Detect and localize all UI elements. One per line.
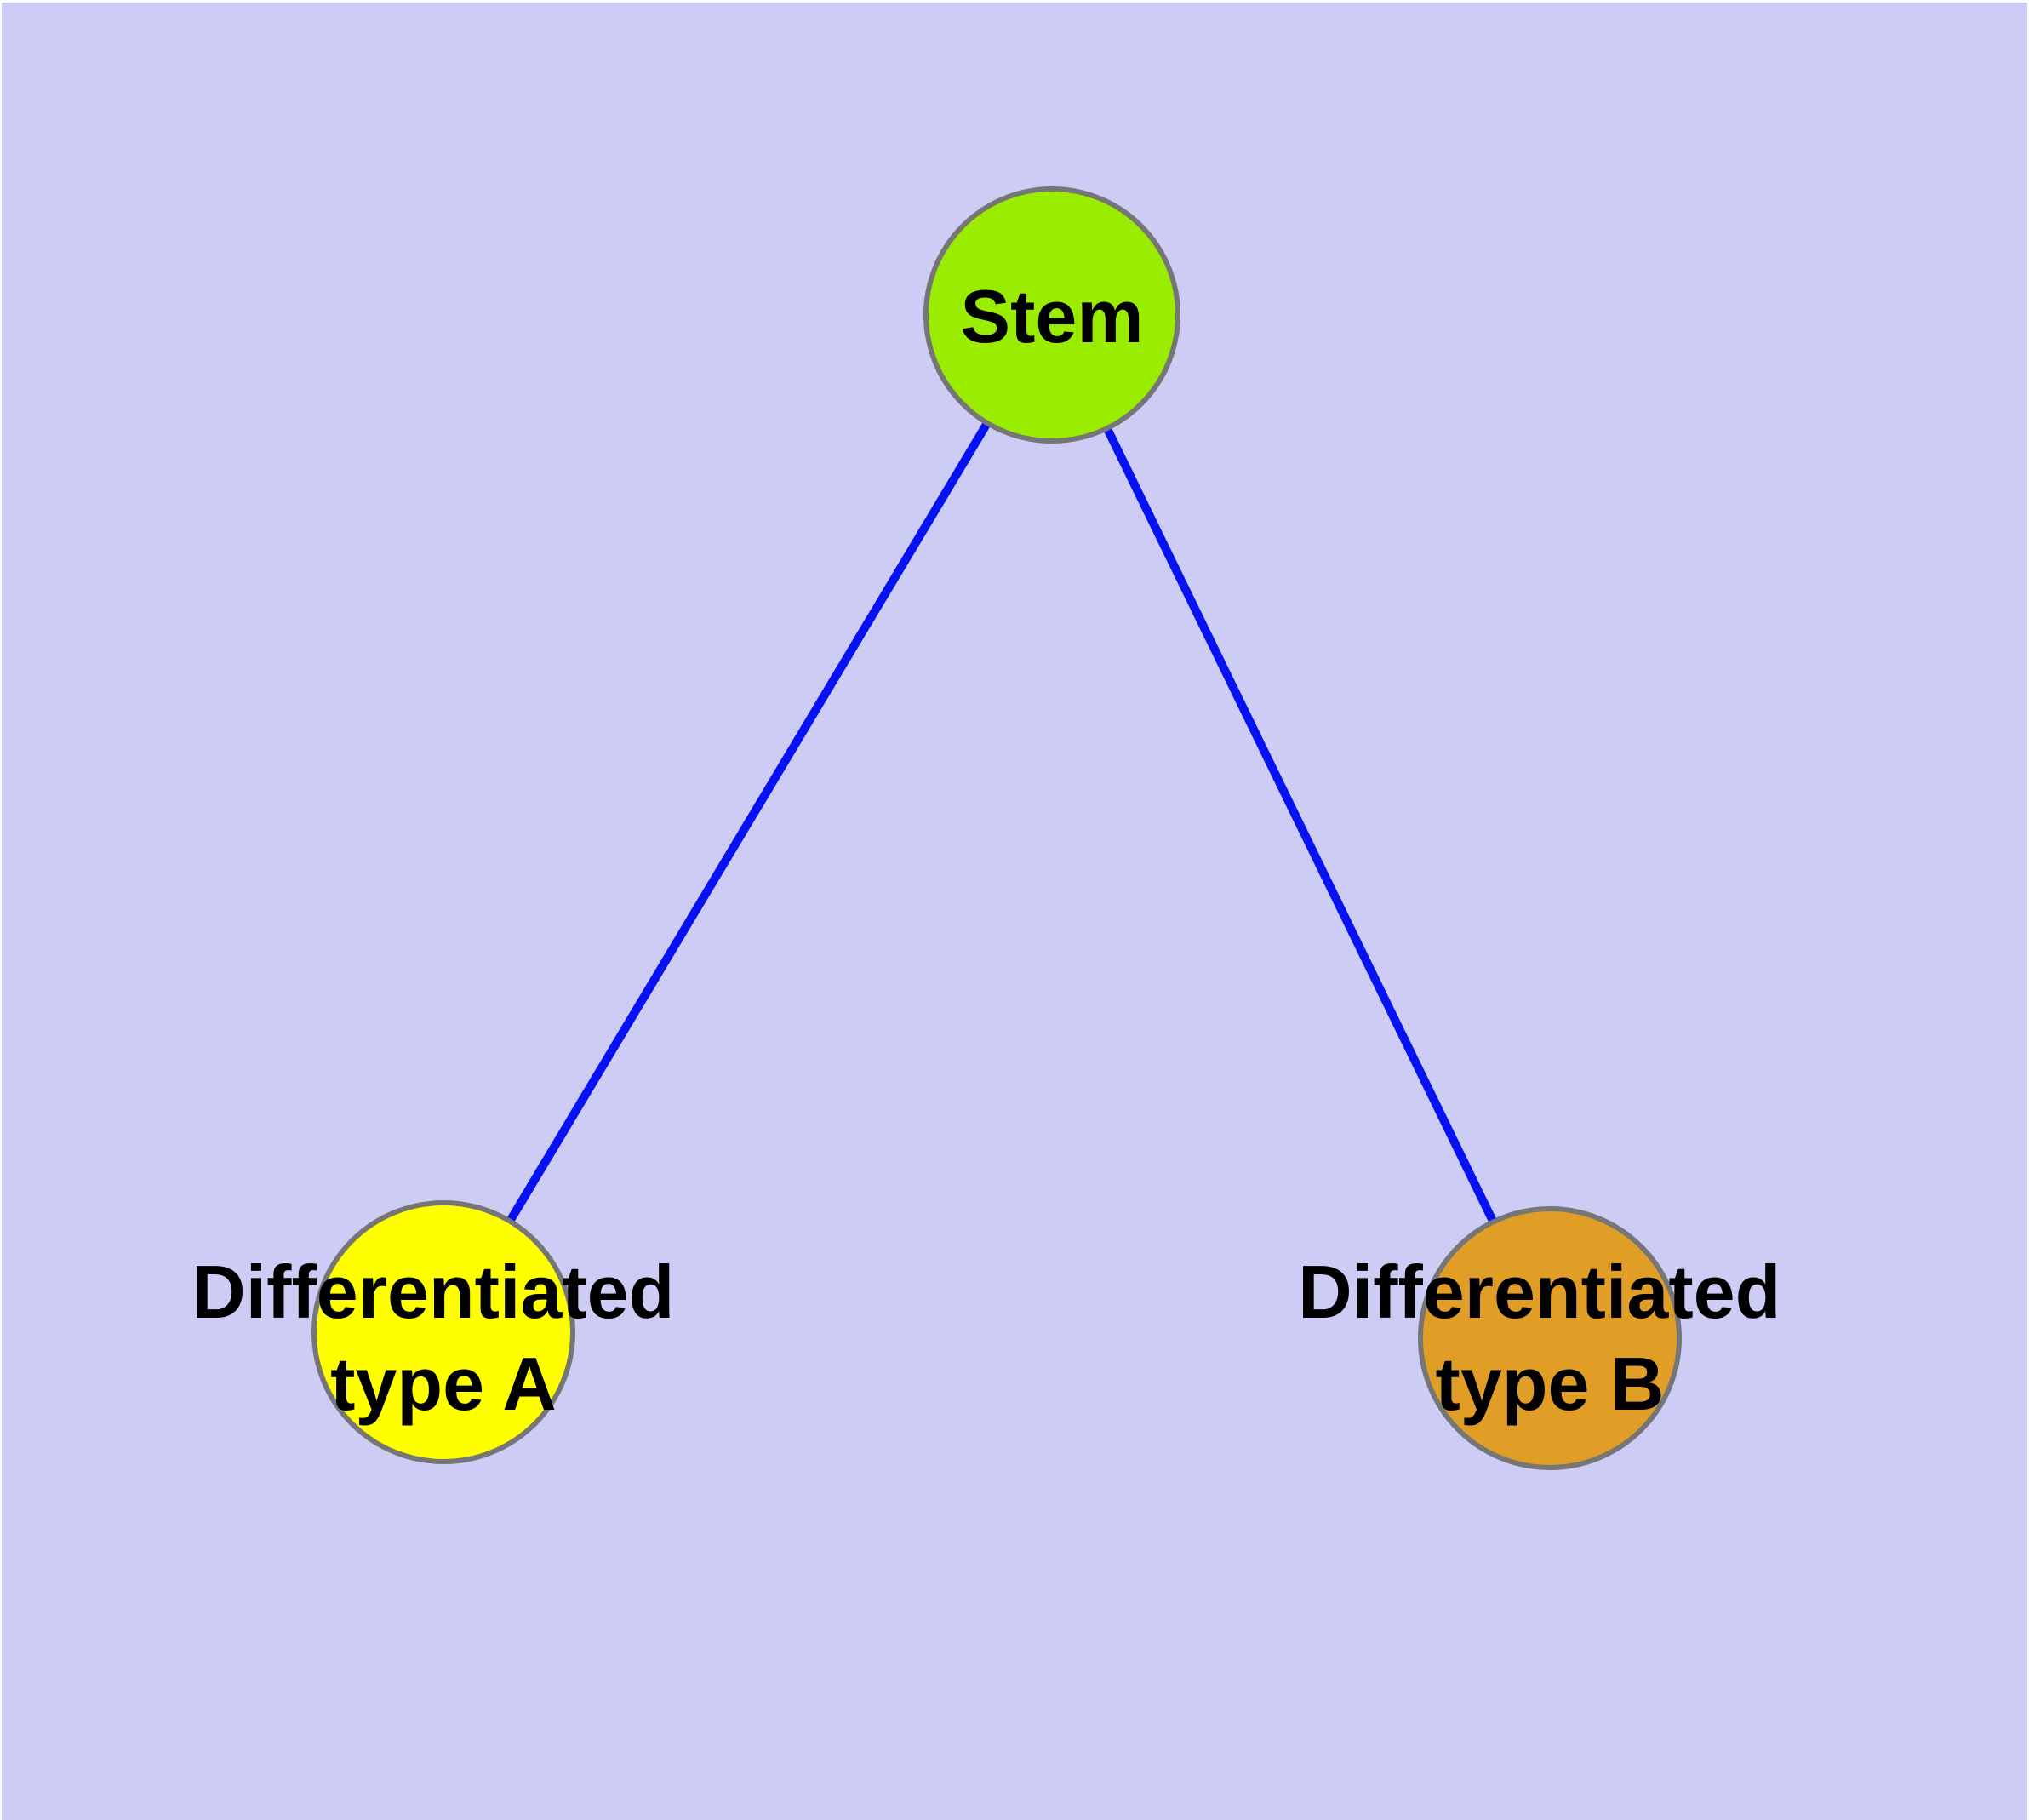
node-type-b-label: Differentiated type B bbox=[1298, 1250, 1802, 1426]
node-type-b-circle bbox=[1418, 1206, 1682, 1470]
node-type-a-label-line2: type A bbox=[330, 1342, 557, 1426]
node-stem-label: Stem bbox=[960, 274, 1143, 358]
node-type-a-label-line1: Differentiated bbox=[191, 1250, 674, 1334]
edge-stem-to-type-a bbox=[439, 312, 1056, 1335]
node-type-b-label-line1: Differentiated bbox=[1298, 1250, 1780, 1334]
node-type-a-circle bbox=[311, 1200, 575, 1464]
edge-stem-to-type-b bbox=[1048, 312, 1554, 1341]
node-type-a-label: Differentiated type A bbox=[191, 1250, 695, 1426]
node-type-b-label-line2: type B bbox=[1436, 1342, 1665, 1426]
node-stem-circle bbox=[923, 186, 1180, 444]
